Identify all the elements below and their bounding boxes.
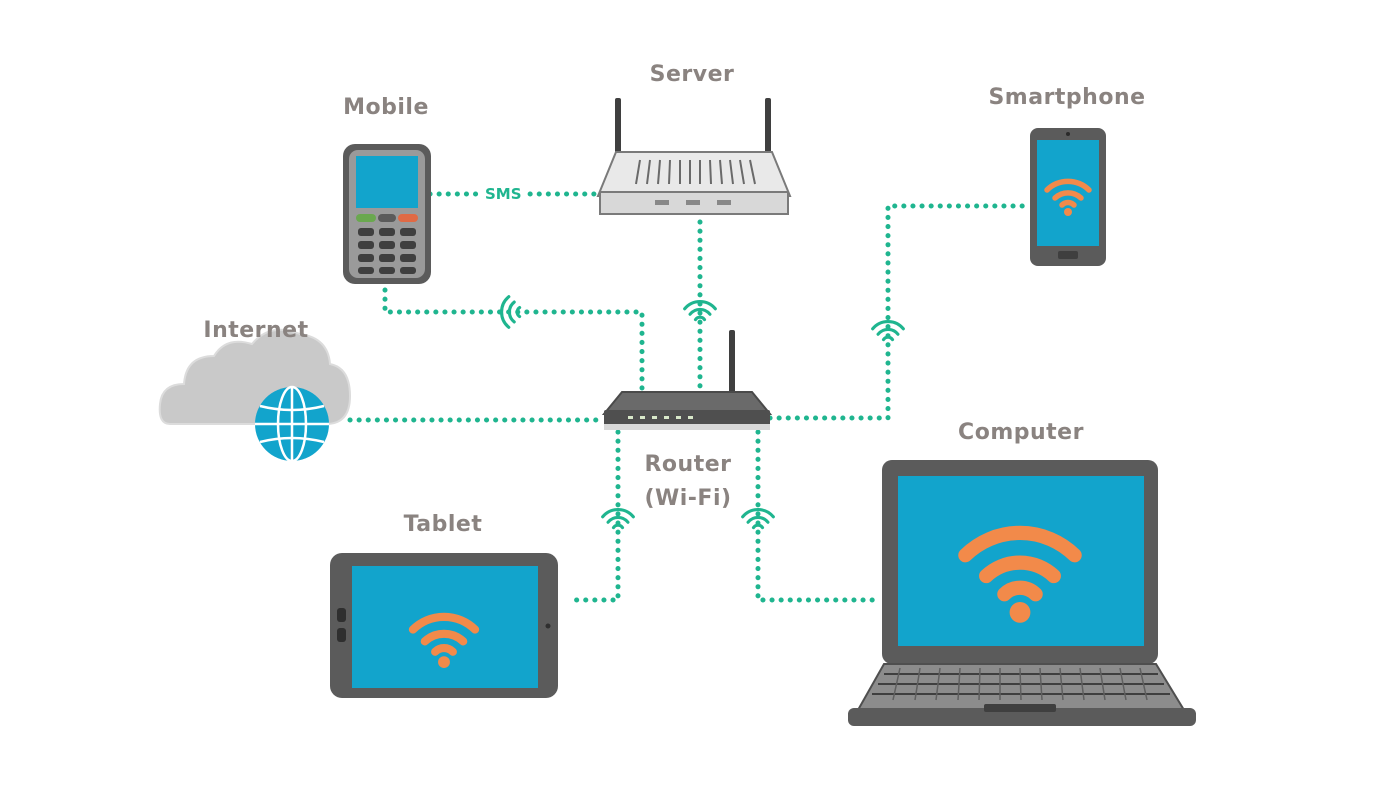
sms-label: SMS: [482, 185, 525, 203]
mobile-label: Mobile: [343, 95, 429, 120]
smartphone-device: [1030, 128, 1106, 266]
link-mobile-router: [382, 287, 645, 395]
link-router-computer: [755, 429, 883, 603]
mobile-device: [343, 144, 431, 284]
smartphone-label: Smartphone: [988, 85, 1146, 110]
computer-device: [848, 460, 1196, 726]
server-device: [596, 98, 792, 215]
link-router-smartphone: [767, 203, 1031, 421]
wave-icon-mobile-link: [499, 295, 522, 329]
internet-label: Internet: [203, 318, 309, 343]
globe-icon: [255, 385, 329, 463]
server-label: Server: [649, 62, 735, 87]
tablet-label: Tablet: [403, 512, 483, 537]
link-router-tablet: [569, 429, 621, 603]
router-label-line1: Router: [644, 452, 732, 477]
tablet-device: [330, 553, 558, 698]
router-label-line2: (Wi-Fi): [644, 486, 732, 511]
router-device: [601, 330, 773, 430]
internet-cloud: [158, 328, 352, 463]
computer-label: Computer: [958, 420, 1084, 445]
